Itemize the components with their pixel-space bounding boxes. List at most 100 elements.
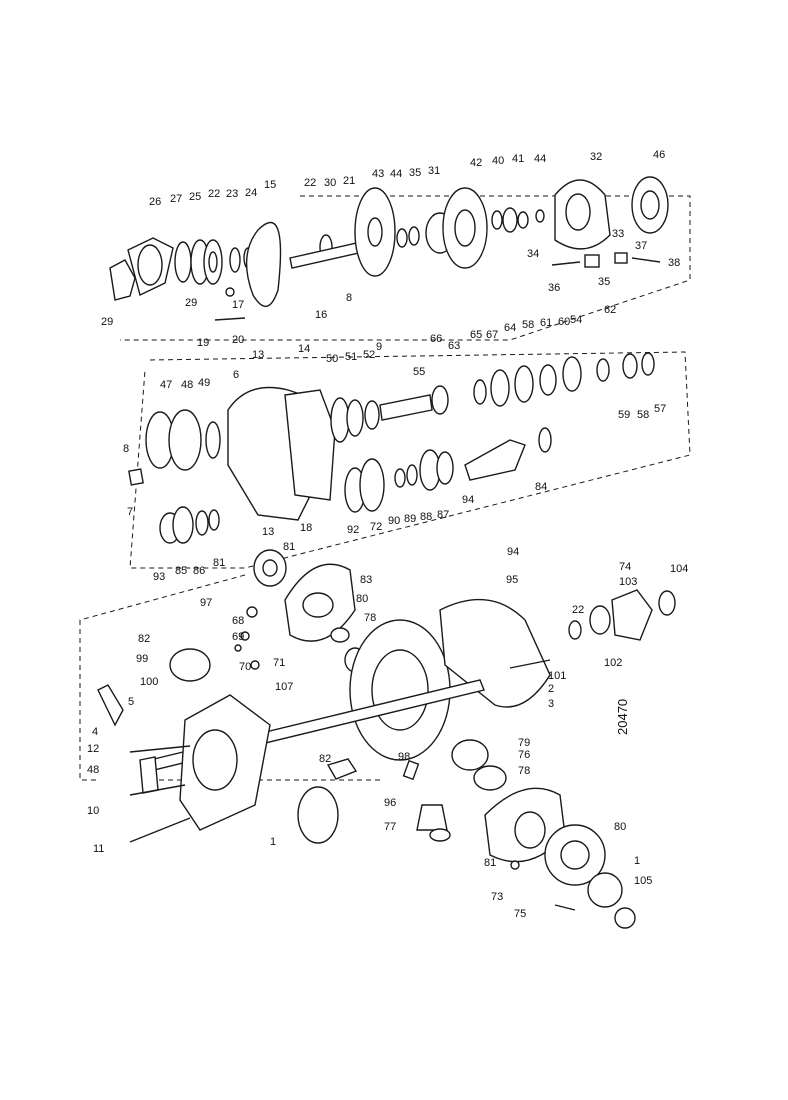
- callout-section3-15: 5: [128, 696, 134, 708]
- callout-section1-18: 32: [590, 151, 602, 163]
- callout-section3-26: 79: [518, 737, 530, 749]
- callout-section1-14: 42: [470, 157, 482, 169]
- callout-section3-8: 78: [364, 612, 376, 624]
- callout-section3-23: 98: [398, 751, 410, 763]
- callout-section3-3: 83: [360, 574, 372, 586]
- callout-section3-5: 80: [356, 593, 368, 605]
- callout-section3-7: 69: [232, 631, 244, 643]
- callout-section3-11: 70: [239, 661, 251, 673]
- callout-section3-38: 101: [548, 670, 566, 682]
- callout-section3-4: 97: [200, 597, 212, 609]
- callout-section3-37: 102: [604, 657, 622, 669]
- section2-box: [129, 351, 691, 569]
- section1-parts: [109, 176, 669, 321]
- callout-section1-32: 38: [668, 257, 680, 269]
- section3-box: [79, 574, 246, 781]
- callout-section1-13: 31: [428, 165, 440, 177]
- callout-section2-11: 9: [376, 341, 382, 353]
- callout-section2-13: 63: [448, 340, 460, 352]
- callout-section1-23: 19: [197, 337, 209, 349]
- callout-section3-27: 76: [518, 749, 530, 761]
- callout-section2-6: 8: [123, 443, 129, 455]
- callout-section2-33: 87: [437, 509, 449, 521]
- callout-section2-3: 47: [160, 379, 172, 391]
- callout-section1-6: 15: [264, 179, 276, 191]
- callout-section2-15: 67: [486, 329, 498, 341]
- callout-section3-30: 81: [484, 857, 496, 869]
- callout-section2-27: 18: [300, 522, 312, 534]
- callout-section1-8: 30: [324, 177, 336, 189]
- callout-section3-39: 2: [548, 683, 554, 695]
- callout-section3-20: 11: [93, 843, 104, 855]
- callout-section1-27: 34: [527, 248, 539, 260]
- section3-parts: [97, 549, 676, 929]
- callout-section1-4: 23: [226, 188, 238, 200]
- callout-section2-34: 94: [462, 494, 474, 506]
- callout-section2-26: 13: [262, 526, 274, 538]
- callout-section3-2: 95: [506, 574, 518, 586]
- callout-section1-11: 44: [390, 168, 402, 180]
- callout-section3-0: 81: [283, 541, 295, 553]
- callout-section3-6: 68: [232, 615, 244, 627]
- callout-section3-28: 78: [518, 765, 530, 777]
- callout-section3-16: 4: [92, 726, 98, 738]
- callout-section3-21: 1: [270, 836, 276, 848]
- callout-section1-19: 46: [653, 149, 665, 161]
- callout-section2-9: 51: [345, 351, 357, 363]
- callout-section2-5: 49: [198, 377, 210, 389]
- callout-section2-8: 50: [326, 353, 338, 365]
- callout-section3-17: 12: [87, 743, 99, 755]
- callout-section2-21: 62: [604, 304, 616, 316]
- callout-section1-0: 26: [149, 196, 161, 208]
- callout-section1-3: 22: [208, 188, 220, 200]
- callout-section3-25: 77: [384, 821, 396, 833]
- callout-section3-13: 100: [140, 676, 158, 688]
- callout-section2-14: 65: [470, 329, 482, 341]
- callout-section2-36: 93: [153, 571, 165, 583]
- callout-section2-31: 89: [404, 513, 416, 525]
- callout-section1-5: 24: [245, 187, 257, 199]
- callout-section3-33: 74: [619, 561, 631, 573]
- callout-section1-22: 17: [232, 299, 244, 311]
- callout-section2-10: 52: [363, 349, 375, 361]
- callout-section3-41: 1: [634, 855, 640, 867]
- section1-box: [120, 195, 691, 341]
- callout-section3-32: 75: [514, 908, 526, 920]
- callout-section1-31: 35: [598, 276, 610, 288]
- callout-section1-1: 27: [170, 193, 182, 205]
- callout-section2-28: 92: [347, 524, 359, 536]
- callout-section3-1: 94: [507, 546, 519, 558]
- callout-section1-7: 22: [304, 177, 316, 189]
- callout-section1-20: 29: [101, 316, 113, 328]
- callout-section2-2: 6: [233, 369, 239, 381]
- callout-section3-31: 73: [491, 891, 503, 903]
- callout-section3-9: 82: [138, 633, 150, 645]
- callout-section3-24: 96: [384, 797, 396, 809]
- callout-section1-10: 43: [372, 168, 384, 180]
- callout-section2-4: 48: [181, 379, 193, 391]
- callout-section2-16: 64: [504, 322, 516, 334]
- callout-section2-35: 84: [535, 481, 547, 493]
- callout-section3-29: 80: [614, 821, 626, 833]
- callout-section1-30: 36: [548, 282, 560, 294]
- callout-section2-0: 13: [252, 349, 264, 361]
- callout-section3-12: 71: [273, 657, 285, 669]
- callout-section2-23: 59: [618, 409, 630, 421]
- callout-section3-22: 82: [319, 753, 331, 765]
- callout-section2-24: 58: [637, 409, 649, 421]
- callout-section2-18: 61: [540, 317, 552, 329]
- callout-section2-17: 58: [522, 319, 534, 331]
- callout-section2-12: 66: [430, 333, 442, 345]
- callout-section1-29: 37: [635, 240, 647, 252]
- callout-section2-20: 54: [570, 314, 582, 326]
- callout-section2-30: 90: [388, 515, 400, 527]
- callout-section1-21: 29: [185, 297, 197, 309]
- callout-section3-19: 10: [87, 805, 99, 817]
- callout-section1-9: 21: [343, 175, 355, 187]
- callout-section3-40: 3: [548, 698, 554, 710]
- callout-section1-15: 40: [492, 155, 504, 167]
- callout-section2-29: 72: [370, 521, 382, 533]
- callout-section3-36: 22: [572, 604, 584, 616]
